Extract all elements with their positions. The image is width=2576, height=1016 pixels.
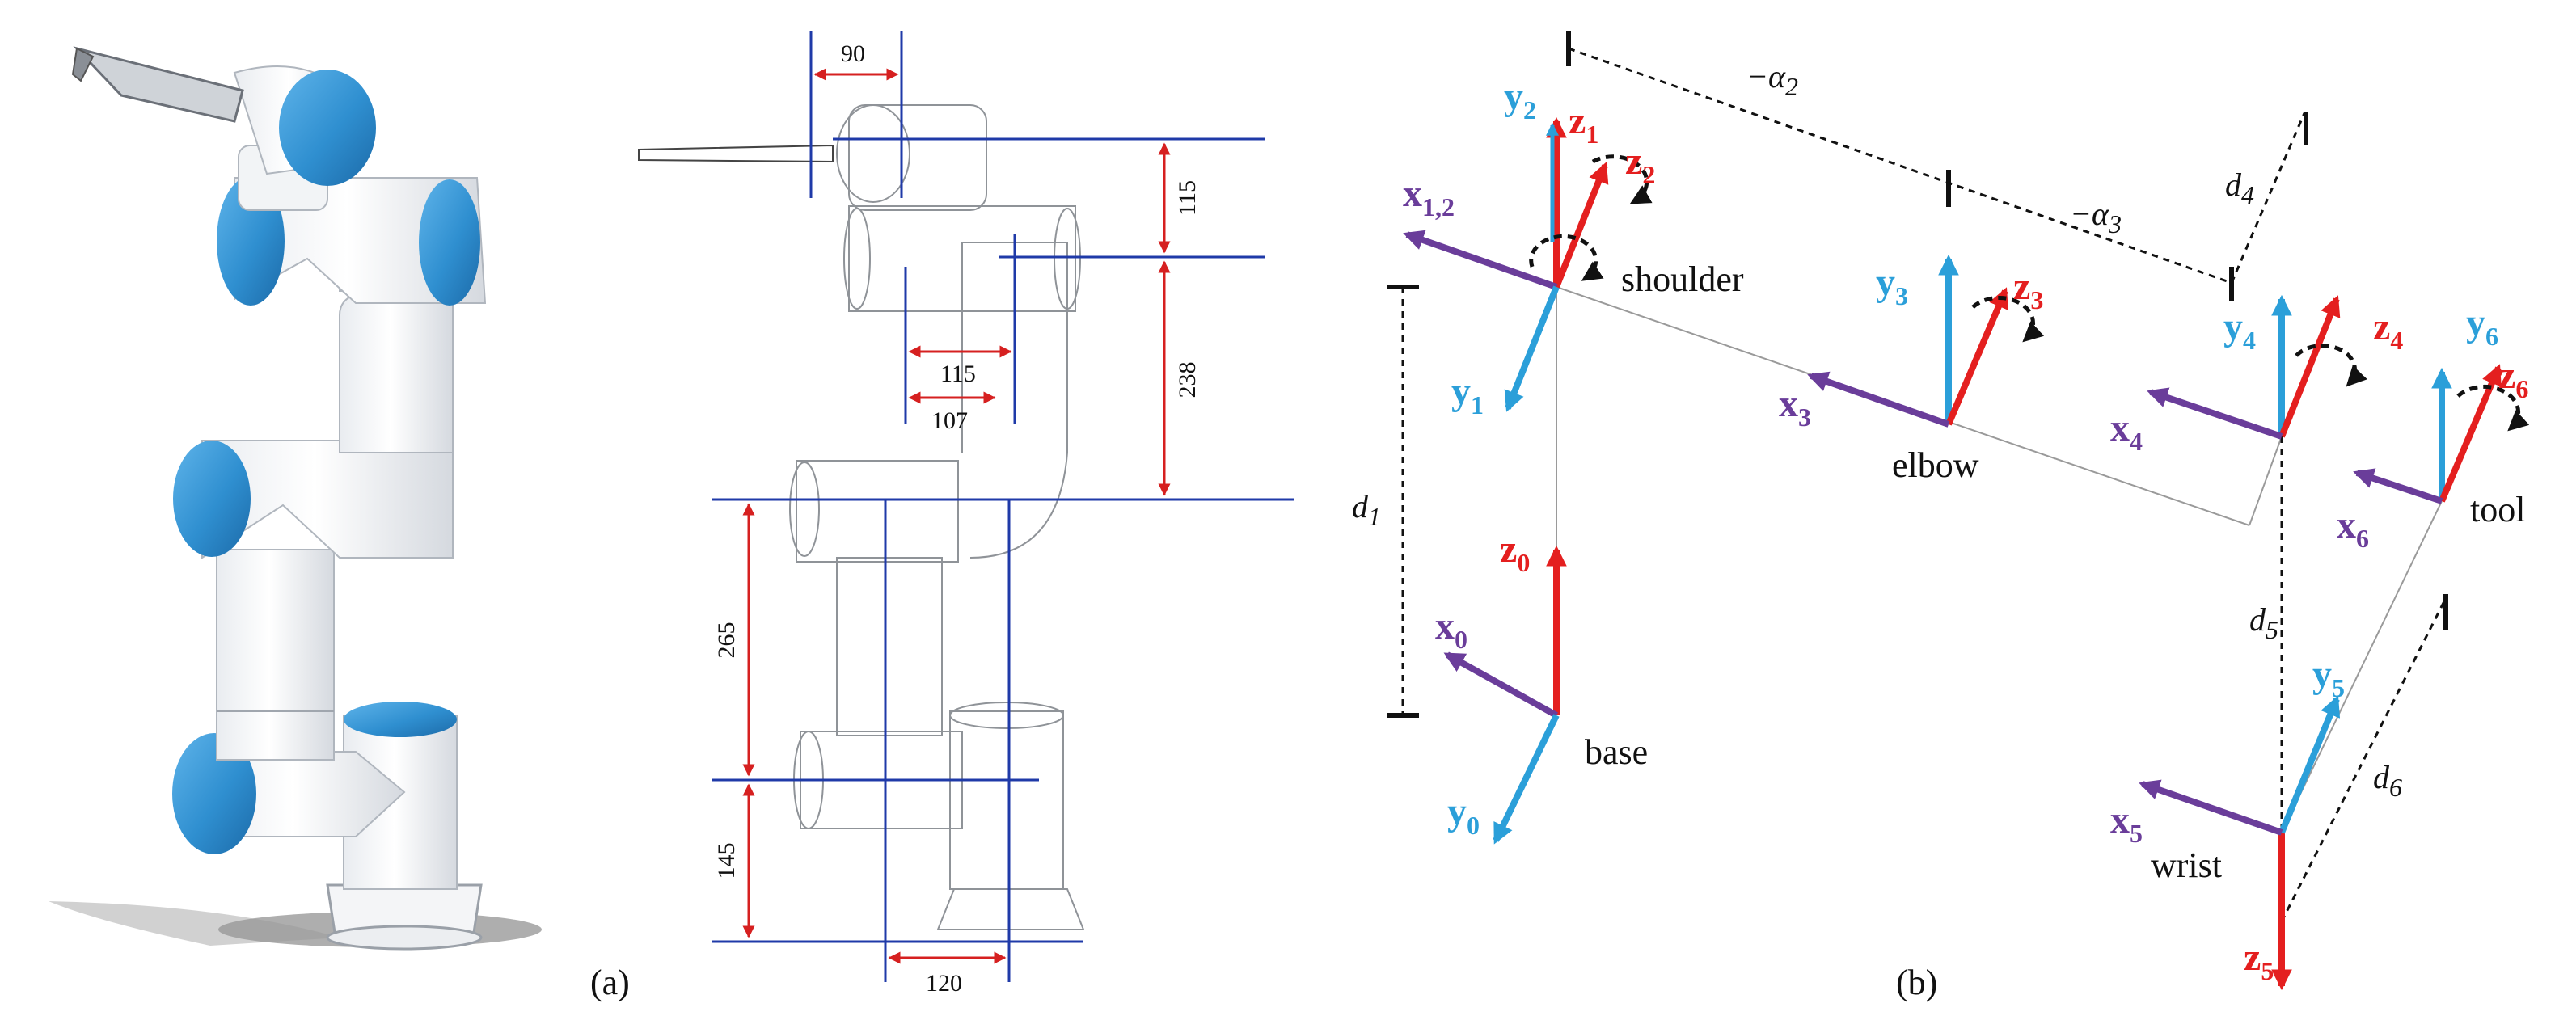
label-y1: y1 bbox=[1451, 370, 1484, 419]
dim-label-120: 120 bbox=[926, 970, 962, 997]
label-y4: y4 bbox=[2223, 306, 2256, 355]
drawing-upper-arm bbox=[961, 242, 1068, 559]
dim-label-115-horiz: 115 bbox=[940, 360, 976, 387]
label-x3: x3 bbox=[1779, 382, 1811, 432]
param-d5: d5 bbox=[2249, 601, 2278, 644]
dim-label-238: 238 bbox=[1174, 362, 1201, 398]
drawing-elbow bbox=[796, 460, 959, 563]
dimension-labels: 90 115 238 115 107 265 145 120 bbox=[713, 40, 1201, 997]
label-x12: x1,2 bbox=[1403, 172, 1455, 221]
dim-label-107: 107 bbox=[931, 407, 968, 434]
axis-x0 bbox=[1443, 651, 1558, 719]
label-z2: z2 bbox=[1625, 140, 1655, 189]
axis-z2 bbox=[1553, 162, 1609, 289]
drawing-base-cap bbox=[949, 702, 1064, 729]
label-z5: z5 bbox=[2244, 936, 2274, 985]
drawing-elbow-cap bbox=[789, 462, 820, 557]
axis-y1 bbox=[1504, 285, 1560, 412]
dash-d6 bbox=[2280, 597, 2447, 922]
param-d4: d4 bbox=[2225, 167, 2254, 209]
drawing-tool bbox=[638, 144, 834, 163]
axis-x4 bbox=[2147, 387, 2283, 440]
label-y2: y2 bbox=[1504, 75, 1536, 124]
drawing-wrist3-cap bbox=[836, 104, 910, 203]
drawing-reference-lines bbox=[712, 31, 1294, 982]
dim-label-115-vert: 115 bbox=[1174, 180, 1201, 216]
rotation-z4 bbox=[2295, 344, 2367, 387]
axis-z4 bbox=[2278, 295, 2341, 438]
robot-line-drawing bbox=[638, 104, 1085, 930]
parameter-ticks bbox=[1387, 31, 2448, 718]
lower-arm bbox=[216, 549, 335, 761]
dim-label-145: 145 bbox=[713, 843, 740, 879]
wrist1-cap-right bbox=[419, 179, 480, 306]
label-x6: x6 bbox=[2337, 504, 2369, 553]
elbow-cap bbox=[173, 441, 251, 557]
param-a3: −α3 bbox=[2070, 196, 2122, 238]
label-y6: y6 bbox=[2466, 301, 2498, 351]
gripper-arm bbox=[73, 46, 244, 123]
dim-label-265: 265 bbox=[713, 622, 740, 659]
param-d1: d1 bbox=[1352, 488, 1381, 531]
link-forearm-end bbox=[2249, 436, 2283, 526]
drawing-wrist3 bbox=[848, 104, 987, 211]
label-x5: x5 bbox=[2110, 799, 2143, 848]
param-d6: d6 bbox=[2373, 759, 2402, 802]
axis-labels: x0 y0 z0 x1,2 y1 y2 z1 z2 x3 y3 z3 x4 y4… bbox=[1403, 75, 2528, 985]
joint-label-shoulder: shoulder bbox=[1621, 259, 1744, 299]
drawing-base-joint bbox=[949, 710, 1064, 890]
rotation-z1 bbox=[1529, 234, 1604, 281]
upper-arm bbox=[339, 290, 454, 453]
label-y5: y5 bbox=[2312, 653, 2345, 702]
axis-x6 bbox=[2353, 468, 2443, 504]
label-z3: z3 bbox=[2013, 265, 2043, 314]
rotation-z2 bbox=[1591, 154, 1653, 204]
label-x0: x0 bbox=[1435, 605, 1467, 654]
label-y0: y0 bbox=[1447, 790, 1480, 840]
label-z1: z1 bbox=[1569, 99, 1598, 149]
label-y3: y3 bbox=[1876, 261, 1908, 310]
joint-label-elbow: elbow bbox=[1892, 445, 1979, 485]
axis-z3 bbox=[1945, 287, 2008, 426]
axis-z6 bbox=[2439, 364, 2502, 503]
dim-label-90: 90 bbox=[841, 40, 865, 67]
link-tool bbox=[2281, 500, 2443, 833]
joint-names: shoulder elbow base wrist tool bbox=[1585, 259, 2525, 885]
axis-x3 bbox=[1807, 371, 1950, 428]
caption-b: (b) bbox=[1896, 963, 1937, 1002]
joint-label-wrist: wrist bbox=[2151, 845, 2222, 885]
joint-label-base: base bbox=[1585, 732, 1648, 772]
drawing-wrist1-cap-right bbox=[1054, 208, 1081, 310]
drawing-lower-arm bbox=[836, 557, 943, 736]
shadow-streak bbox=[49, 901, 340, 946]
drawing-wrist1 bbox=[848, 205, 1076, 312]
robot-3d-render bbox=[49, 46, 542, 951]
label-x4: x4 bbox=[2110, 407, 2143, 456]
axis-y0 bbox=[1493, 714, 1560, 845]
gripper-tip bbox=[71, 47, 95, 82]
dimension-arrows bbox=[742, 68, 1171, 964]
axis-x5 bbox=[2139, 779, 2283, 836]
base-plate bbox=[326, 925, 483, 951]
dash-a2-a3 bbox=[1568, 47, 2232, 285]
wrist3-cap bbox=[279, 70, 376, 186]
shoulder-cap bbox=[172, 733, 256, 854]
frame-arrows bbox=[1403, 116, 2502, 991]
drawing-wrist1-cap bbox=[843, 208, 871, 310]
axis-x12 bbox=[1403, 230, 1558, 290]
rotation-indicators bbox=[1529, 154, 2530, 432]
param-a2: −α2 bbox=[1746, 58, 1798, 101]
caption-a: (a) bbox=[590, 963, 630, 1002]
label-z4: z4 bbox=[2373, 306, 2403, 355]
joint-label-tool: tool bbox=[2470, 490, 2525, 529]
drawing-base bbox=[936, 888, 1085, 930]
label-z0: z0 bbox=[1500, 528, 1530, 577]
label-z6: z6 bbox=[2498, 354, 2528, 403]
base-joint-cap bbox=[344, 702, 457, 737]
axis-y5 bbox=[2278, 695, 2341, 834]
parameter-labels: −α2 −α3 d1 d4 d5 d6 bbox=[1352, 58, 2402, 802]
